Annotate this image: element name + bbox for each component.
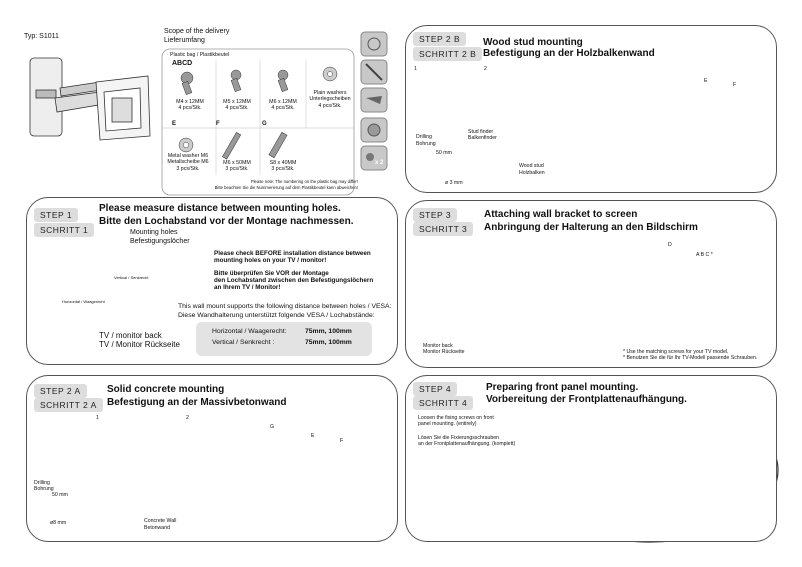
step-1-warning-en: Please check BEFORE installation distanc…	[214, 250, 371, 265]
step-3-note-de: * Benutzen Sie die für Ihr TV-Modell pas…	[623, 355, 758, 361]
scope-note-de: Bitte beachten Sie die Nummerierung auf …	[214, 185, 358, 190]
step-2a-dim2: ø8 mm	[50, 520, 67, 526]
step-1-holes-de: Befestigungslöcher	[130, 238, 190, 245]
step-2a-title-de: Befestigung an der Massivbetonwand	[107, 397, 287, 408]
step-2a-g: G	[270, 424, 275, 430]
step-2b-dim2: ø 3 mm	[445, 180, 463, 186]
step-1-support-de: Diese Wandhalterung unterstützt folgende…	[178, 312, 375, 319]
scope-title-en: Scope of the delivery	[164, 28, 230, 35]
step-3-note: * Use the matching screws for your TV mo…	[623, 349, 729, 355]
step-3-monitor-de: Monitor Rückseite	[423, 349, 465, 355]
step-2a-wall: Concrete Wall	[144, 518, 177, 524]
step-2a-num-2: 2	[186, 415, 189, 421]
vesa-h-label: Horizontal / Waagerecht:	[212, 328, 287, 335]
letter-g: G	[262, 121, 267, 127]
step-2b-drill: Drilling	[416, 134, 432, 140]
step-2a-drill-de: Bohrung	[34, 486, 54, 492]
step-2b-stud-de: Holzbalken	[519, 170, 545, 176]
step-1-horizontal-label: Horizontal / Waagerecht	[62, 299, 105, 304]
step-2a-tag-de: SCHRITT 2 A	[34, 398, 103, 412]
step-2b-e: E	[704, 78, 708, 84]
step-2b-stud: Wood stud	[519, 163, 544, 169]
step-2b-drill-de: Bohrung	[416, 141, 436, 147]
scope-title-de: Lieferumfang	[164, 37, 205, 44]
vesa-v-value: 75mm, 100mm	[305, 339, 352, 346]
step-3-tag-de: SCHRITT 3	[413, 222, 474, 236]
step-1-title: Please measure distance between mounting…	[99, 203, 341, 214]
step-2b-num-1: 1	[414, 66, 417, 72]
step-3-title: Attaching wall bracket to screen	[484, 209, 638, 220]
step-3-abc: A B C *	[696, 252, 713, 258]
step-1-support-en: This wall mount supports the following d…	[178, 303, 392, 310]
step-1-tag: STEP 1	[34, 208, 79, 222]
step-2a-e: E	[311, 433, 315, 439]
step-1-tv-back: TV / monitor back	[99, 331, 162, 340]
letter-f: F	[216, 121, 220, 127]
bag-label: Plastic bag / Plastikbeutel	[170, 52, 230, 58]
vesa-h-value: 75mm, 100mm	[305, 328, 352, 335]
step-4-tag-de: SCHRITT 4	[413, 396, 474, 410]
scope-note-en: Please note: The numbering on the plasti…	[250, 179, 358, 184]
step-2b-tag: STEP 2 B	[413, 32, 467, 46]
step-1-tag-de: SCHRITT 1	[34, 223, 95, 237]
step-2a-tag: STEP 2 A	[34, 384, 87, 398]
letter-e: E	[172, 121, 177, 127]
step-1-tv-back-de: TV / Monitor Rückseite	[99, 340, 180, 349]
step-2a-f: F	[340, 438, 344, 444]
step-4-title: Preparing front panel mounting.	[486, 382, 639, 393]
step-3-monitor: Monitor back	[423, 343, 453, 349]
step-2a-num-1: 1	[96, 415, 99, 421]
step-2a-dim1: 50 mm	[52, 492, 68, 498]
step-4-title-de: Vorbereitung der Frontplattenaufhängung.	[486, 394, 687, 405]
step-2b-title-de: Befestigung an der Holzbalkenwand	[483, 48, 655, 59]
step-2b-tag-de: SCHRITT 2 B	[413, 47, 483, 61]
step-2b-dim1: 50 mm	[436, 150, 452, 156]
step-2b-num-2: 2	[484, 66, 487, 72]
type-label: Typ: S1011	[24, 33, 59, 40]
step-2b-f: F	[733, 82, 737, 88]
step-3-d: D	[668, 242, 672, 248]
step-4-tag: STEP 4	[413, 382, 458, 396]
step-1-title-de: Bitte den Lochabstand vor der Montage na…	[99, 216, 354, 227]
step-2b-finder: Stud finder	[468, 129, 494, 135]
step-3-title-de: Anbringung der Halterung an den Bildschi…	[484, 222, 698, 233]
vesa-box	[196, 322, 372, 356]
letters-abcd: ABCD	[172, 60, 193, 67]
step-1-holes: Mounting holes	[130, 229, 178, 236]
step-2a-title: Solid concrete mounting	[107, 384, 225, 395]
step-2b-finder-de: Balkenfinder	[468, 135, 497, 141]
step-1-vertical-label: Vertical / Senkrecht	[114, 275, 149, 280]
step-2b-title: Wood stud mounting	[483, 37, 583, 48]
vesa-v-label: Vertical / Senkrecht :	[212, 339, 275, 346]
step-2a-wall-de: Betonwand	[144, 525, 170, 531]
icon-badge: x 2	[375, 160, 384, 166]
step-3-tag: STEP 3	[413, 208, 458, 222]
step-2a-drill: Drilling	[34, 480, 50, 486]
